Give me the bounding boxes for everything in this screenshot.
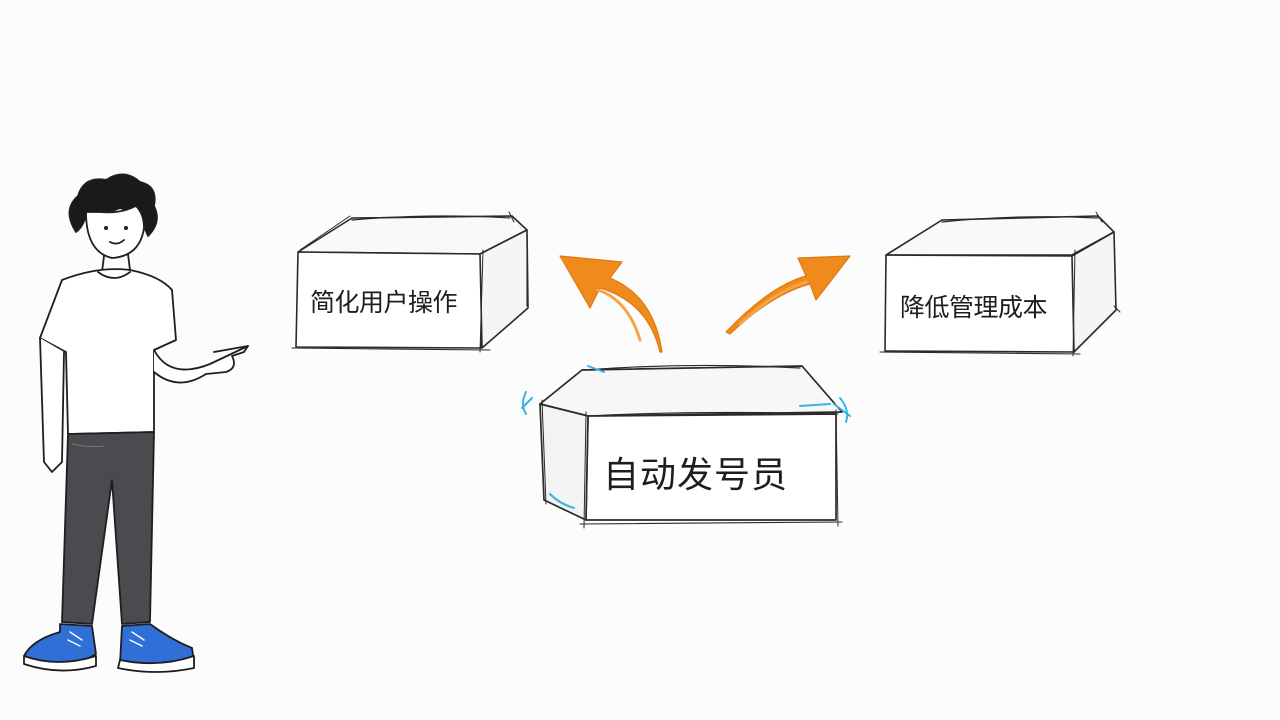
- left-box: [291, 211, 529, 353]
- center-box-accents: [521, 365, 851, 509]
- right-box: [879, 211, 1121, 357]
- arrow-left-icon: [559, 255, 663, 353]
- person-pointing-icon: [23, 173, 249, 673]
- right-box-label: 降低管理成本: [900, 293, 1048, 322]
- center-box-label: 自动发号员: [603, 455, 789, 496]
- center-box: [539, 364, 843, 529]
- arrow-right-icon: [725, 255, 851, 335]
- left-box-label: 简化用户操作: [310, 288, 458, 317]
